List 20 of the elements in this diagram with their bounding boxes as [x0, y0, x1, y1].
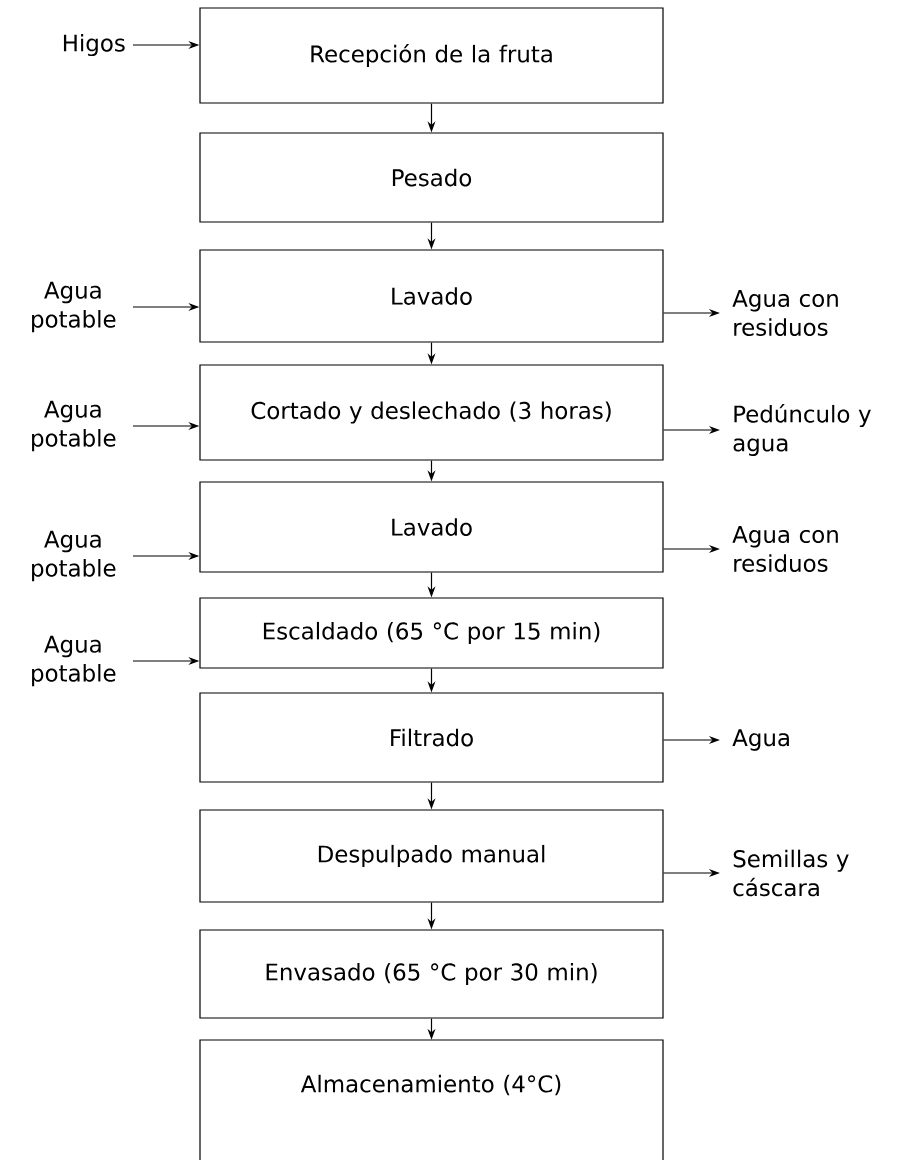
- side-label: Agua con residuos: [732, 290, 838, 336]
- process-box: Lavado: [199, 249, 664, 343]
- process-box: Envasado (65 °C por 30 min): [199, 929, 664, 1019]
- side-label: Agua con residuos: [732, 526, 838, 572]
- side-label: Agua potable: [32, 400, 116, 452]
- side-label: Agua potable: [32, 530, 116, 582]
- process-box: Lavado: [199, 481, 664, 573]
- side-label: Higos: [63, 33, 125, 57]
- process-box: Cortado y deslechado (3 horas): [199, 364, 664, 461]
- process-box: Almacenamiento (4°C): [199, 1039, 664, 1160]
- side-label: Agua potable: [32, 281, 116, 333]
- side-label: Pedúnculo y agua: [733, 404, 871, 456]
- side-label: Agua potable: [32, 635, 116, 687]
- side-label: Semillas y cáscara: [733, 849, 849, 897]
- process-box: Escaldado (65 °C por 15 min): [199, 597, 664, 669]
- side-label: Agua: [732, 729, 789, 751]
- process-box: Filtrado: [199, 692, 664, 783]
- process-box: Pesado: [199, 132, 664, 223]
- process-box: Recepción de la fruta: [199, 7, 664, 104]
- process-box: Despulpado manual: [199, 809, 664, 903]
